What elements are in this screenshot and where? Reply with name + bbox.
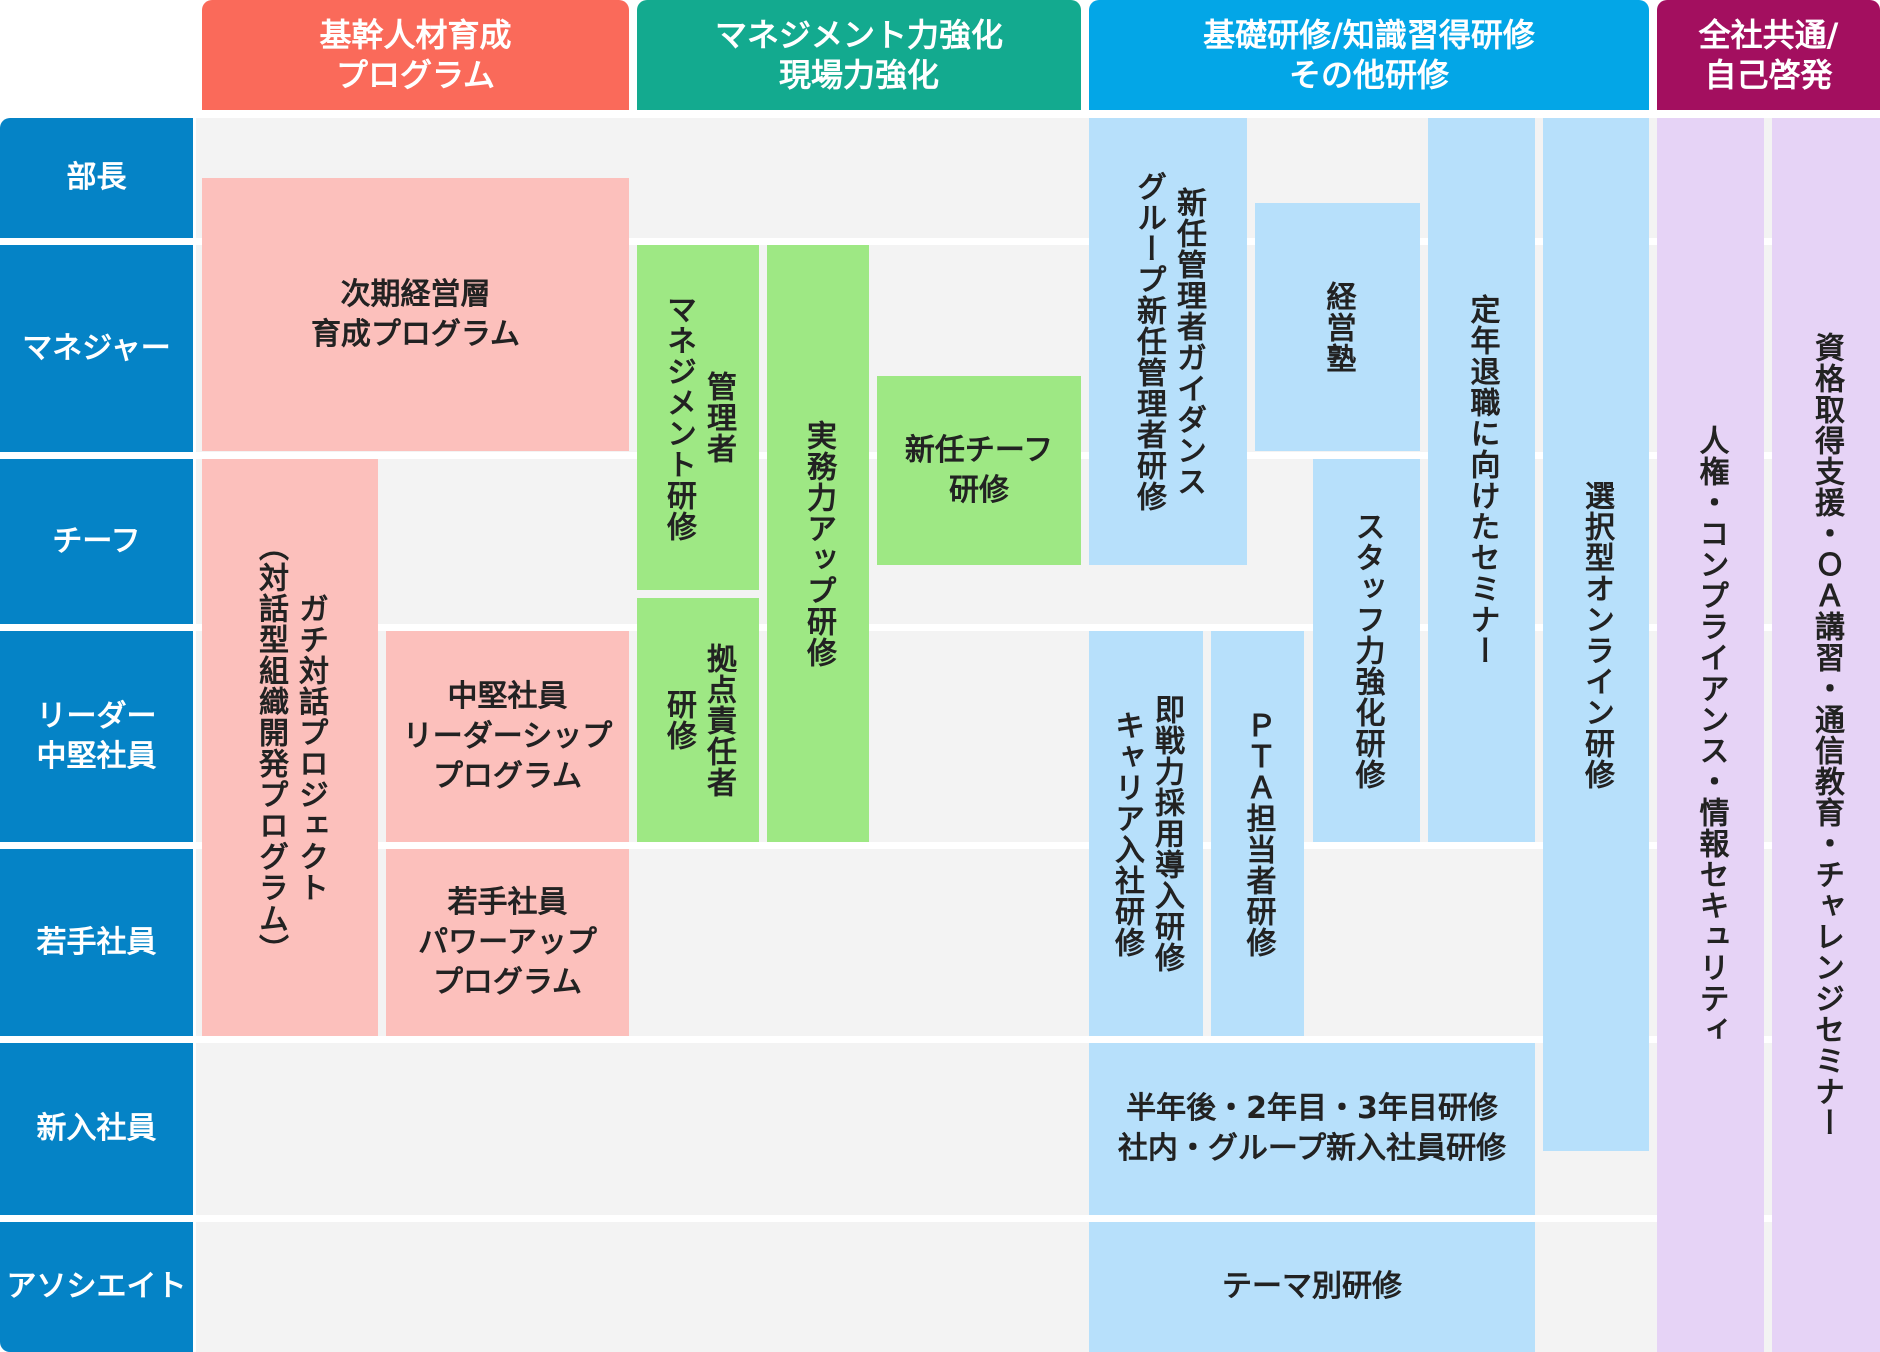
header-management: マネジメント力強化 現場力強化	[637, 0, 1081, 110]
program-manager-training: 管理者 マネジメント研修	[637, 245, 759, 590]
program-compliance-text: 人権・コンプライアンス・情報セキュリティ	[1693, 425, 1729, 1045]
program-site-manager-text: 拠点責任者 研修	[661, 642, 736, 798]
level-associate: アソシエイト	[0, 1222, 193, 1352]
row-band-associate	[196, 1222, 1880, 1352]
level-chief: チーフ	[0, 459, 193, 624]
program-practical-skills: 実務力アップ研修	[767, 245, 869, 842]
program-retirement-seminar: 定年退職に向けたセミナー	[1428, 118, 1535, 842]
program-retirement-seminar-text: 定年退職に向けたセミナー	[1464, 294, 1500, 666]
program-staff-power: スタッフ力強化研修	[1313, 459, 1420, 842]
program-keiei-juku-text: 経営塾	[1320, 280, 1356, 374]
program-staff-power-text: スタッフ力強化研修	[1349, 511, 1385, 790]
program-mid-leadership: 中堅社員 リーダーシップ プログラム	[386, 631, 629, 842]
program-online-selective: 選択型オンライン研修	[1543, 118, 1649, 1151]
program-online-selective-text: 選択型オンライン研修	[1579, 479, 1614, 790]
program-qualification-support: 資格取得支援・ＯＡ講習・通信教育・チャレンジセミナー	[1772, 118, 1880, 1352]
header-company-wide: 全社共通/ 自己啓発	[1657, 0, 1880, 110]
program-followup-newcomer: 半年後・2年目・3年目研修 社内・グループ新入社員研修	[1089, 1043, 1535, 1215]
level-young: 若手社員	[0, 849, 193, 1036]
program-gachi-dialogue-text: ガチ対話プロジェクト （対話型組織開発プログラム）	[253, 530, 328, 965]
program-pta-text: ＰＴＡ担当者研修	[1240, 709, 1276, 958]
level-newcomer: 新入社員	[0, 1043, 193, 1215]
program-pta: ＰＴＡ担当者研修	[1211, 631, 1304, 1036]
program-career-hire-text: 即戦力採用導入研修 キャリア入社研修	[1109, 694, 1184, 973]
program-compliance: 人権・コンプライアンス・情報セキュリティ	[1657, 118, 1764, 1352]
program-keiei-juku: 経営塾	[1255, 203, 1420, 451]
program-new-manager-guidance-text: 新任管理者ガイダンス グループ新任管理者研修	[1131, 171, 1206, 512]
header-basic-training: 基礎研修/知識習得研修 その他研修	[1089, 0, 1649, 110]
program-young-powerup: 若手社員 パワーアップ プログラム	[386, 849, 629, 1036]
program-qualification-support-text: 資格取得支援・ＯＡ講習・通信教育・チャレンジセミナー	[1809, 332, 1844, 1138]
program-new-manager-guidance: 新任管理者ガイダンス グループ新任管理者研修	[1089, 118, 1247, 565]
program-practical-skills-text: 実務力アップ研修	[801, 419, 836, 668]
header-core-talent: 基幹人材育成 プログラム	[202, 0, 629, 110]
program-new-chief: 新任チーフ 研修	[877, 376, 1081, 565]
level-manager: マネジャー	[0, 245, 193, 452]
level-bucho: 部長	[0, 118, 193, 238]
program-career-hire: 即戦力採用導入研修 キャリア入社研修	[1089, 631, 1203, 1036]
program-manager-training-text: 管理者 マネジメント研修	[661, 293, 736, 542]
program-theme-training: テーマ別研修	[1089, 1222, 1535, 1352]
level-leader-mid: リーダー 中堅社員	[0, 631, 193, 842]
program-next-exec: 次期経営層 育成プログラム	[202, 178, 629, 451]
program-gachi-dialogue: ガチ対話プロジェクト （対話型組織開発プログラム）	[202, 459, 378, 1036]
program-site-manager: 拠点責任者 研修	[637, 598, 759, 842]
